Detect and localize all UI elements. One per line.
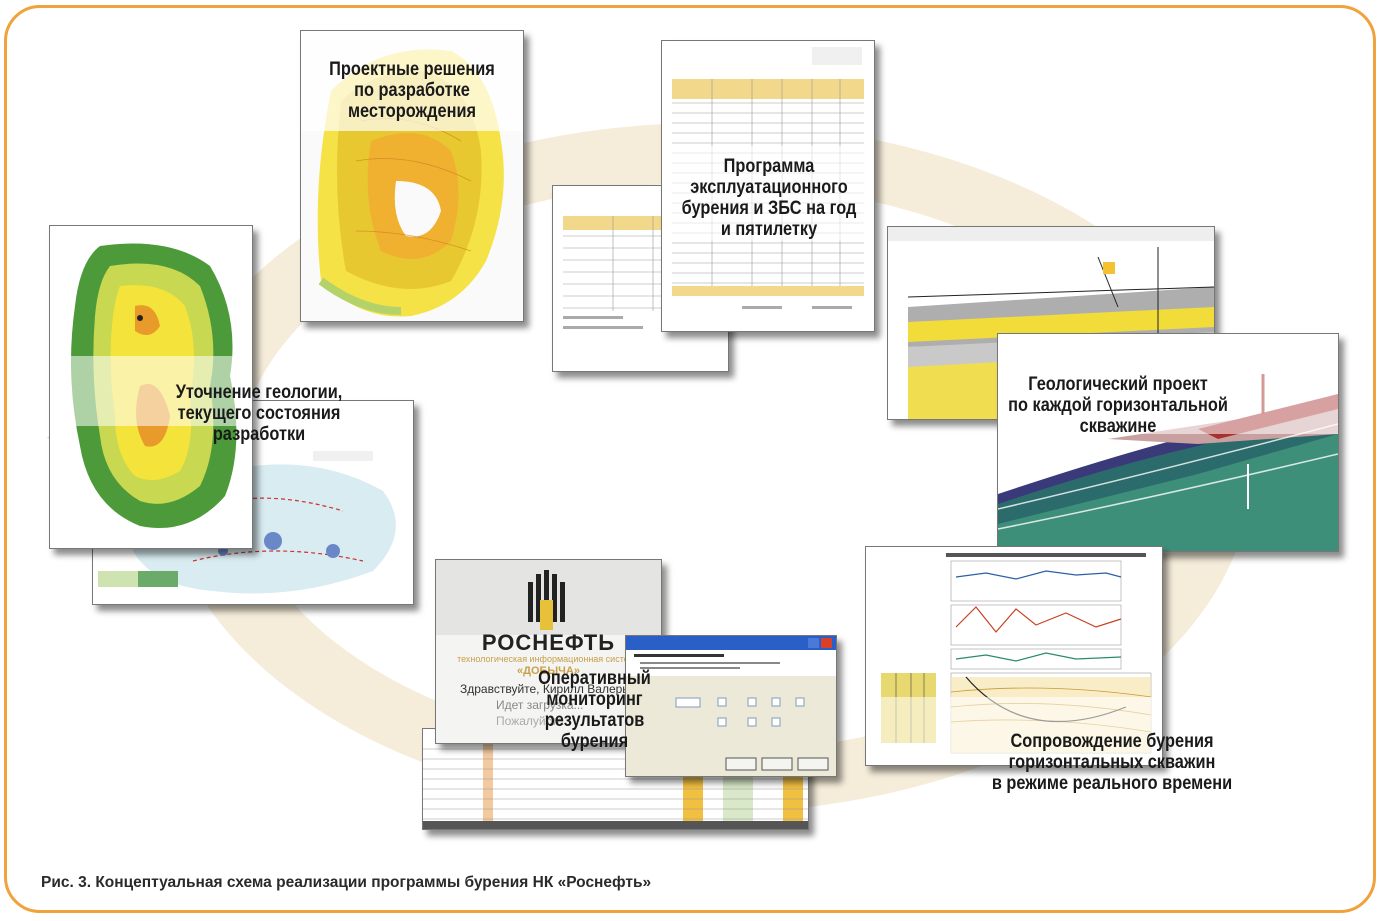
wait-text: Пожалуйста xyxy=(496,714,564,728)
model-3d-image xyxy=(998,334,1338,551)
label-monitoring: Оперативный мониторинг результатов бурен… xyxy=(538,668,651,752)
greeting-text: Здравствуйте, Кирилл Валерьевич xyxy=(460,682,655,696)
card-reservoir-map xyxy=(92,400,414,605)
close-icon xyxy=(821,638,832,648)
card-rosneft: РОСНЕФТЬ технологическая информационная … xyxy=(435,559,662,744)
label-drilling-program: Программа эксплуатационного бурения и ЗБ… xyxy=(681,156,857,240)
label-geology: Уточнение геологии, текущего состояния р… xyxy=(175,382,343,445)
label-geo-project: Геологический проект по каждой горизонта… xyxy=(1008,374,1228,437)
card-drilling-program: Программа эксплуатационного бурения и ЗБ… xyxy=(661,40,875,332)
dialog-image xyxy=(626,636,836,771)
system-name: технологическая информационная система xyxy=(457,654,640,664)
card-project-map: Проектные решения по разработке месторож… xyxy=(300,30,524,322)
card-realtime xyxy=(865,546,1163,766)
figure-frame: Проектные решения по разработке месторож… xyxy=(4,5,1376,913)
label-realtime: Сопровождение бурения горизонтальных скв… xyxy=(991,731,1233,794)
rosneft-logo-text: РОСНЕФТЬ xyxy=(481,630,616,655)
figure-caption: Рис. 3. Концептуальная схема реализации … xyxy=(41,874,652,891)
loading-text: Идет загрузка... xyxy=(496,698,584,712)
rosneft-logo-icon xyxy=(528,570,565,630)
label-project-solutions: Проектные решения по разработке месторож… xyxy=(329,59,495,122)
geology-image xyxy=(50,226,252,548)
heatmap-image xyxy=(301,31,523,321)
logs-image xyxy=(866,547,1162,765)
card-geo-project: Геологический проект по каждой горизонта… xyxy=(997,333,1339,552)
rosneft-splash-bg xyxy=(436,560,661,743)
system-title: «ДОБЫЧА» xyxy=(517,665,580,677)
table-image xyxy=(662,41,874,331)
card-dialog xyxy=(625,635,837,777)
card-geology-map xyxy=(49,225,253,549)
card-doc-small xyxy=(552,185,729,372)
